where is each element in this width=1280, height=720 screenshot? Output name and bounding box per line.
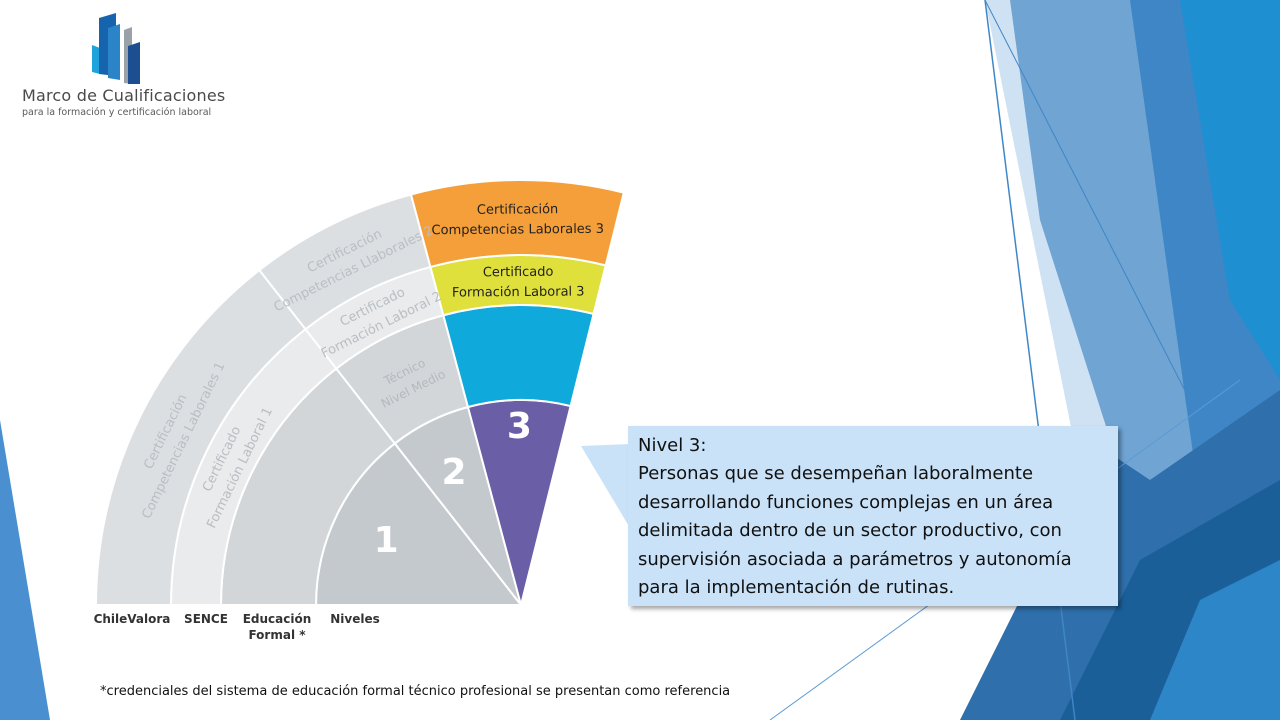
column-label-sence: SENCE [184, 612, 228, 626]
column-label-educacion-formal: Educación Formal * [242, 612, 312, 642]
level-number-3: 3 [507, 406, 532, 447]
logo-subtitle: para la formación y certificación labora… [22, 107, 212, 118]
level-number-1: 1 [374, 520, 399, 561]
footnote: *credenciales del sistema de educación f… [100, 684, 731, 699]
level-description-callout: Nivel 3: Personas que se desempeñan labo… [628, 426, 1118, 606]
sector-level3-formal [442, 304, 595, 409]
bg-shape-right-bright [1180, 0, 1280, 380]
sector-level3-chilevalora [409, 179, 626, 269]
bg-shape-left [0, 420, 50, 720]
callout-title: Nivel 3: [638, 435, 707, 456]
callout-text: Personas que se desempeñan laboralmente … [638, 463, 1072, 598]
level-number-2: 2 [442, 452, 467, 493]
logo-icon [92, 13, 140, 84]
bg-line-2 [984, 0, 1201, 421]
bg-shape-lower-3 [1150, 560, 1280, 720]
column-label-chilevalora: ChileValora [93, 612, 171, 626]
callout-pointer [581, 444, 630, 528]
logo-title: Marco de Cualificaciones [22, 86, 226, 105]
column-label-niveles: Niveles [330, 612, 380, 626]
